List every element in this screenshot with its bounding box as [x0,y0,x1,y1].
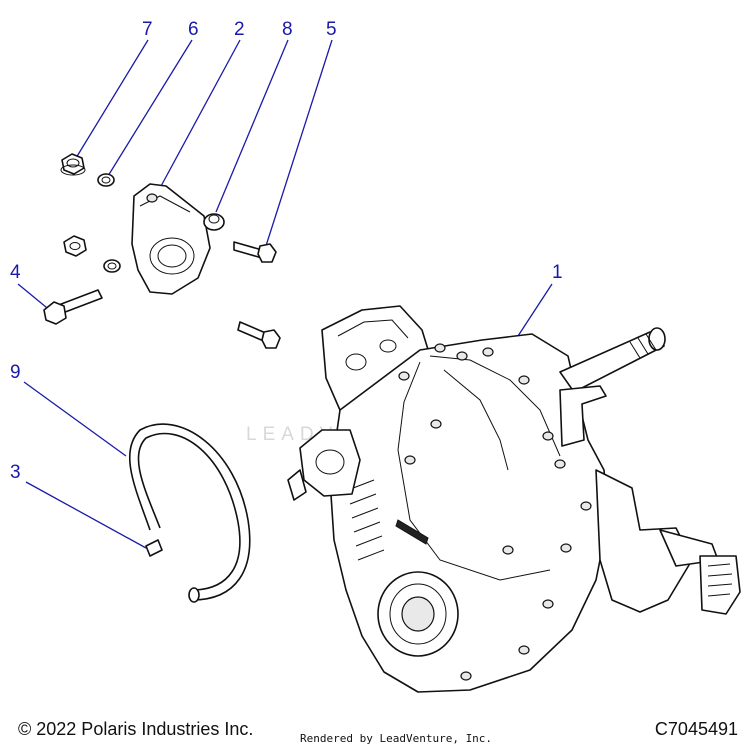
leader-line-9 [23,381,127,457]
callout-number-2: 2 [234,19,245,40]
part-9-vent-hose[interactable] [128,423,251,603]
part-1-transmission[interactable] [287,305,741,693]
callout-6[interactable]: 6 [107,19,199,177]
part-3-clamp[interactable] [145,539,163,557]
rendered-by-text: Rendered by LeadVenture, Inc. [300,732,493,745]
callout-number-5: 5 [326,19,337,40]
leader-line-8 [215,39,289,213]
part-4-bolt[interactable] [43,289,103,325]
leader-line-1 [517,283,553,337]
callout-number-6: 6 [188,19,199,40]
callout-number-9: 9 [10,362,21,383]
callout-1[interactable]: 1 [517,262,563,337]
leader-line-2 [159,39,241,189]
short-bolt[interactable] [237,321,281,349]
part-2-sensor-cover[interactable] [131,183,211,295]
callout-2[interactable]: 2 [159,19,245,189]
leader-line-3 [25,481,147,549]
callout-number-4: 4 [10,262,21,283]
callout-number-7: 7 [142,19,153,40]
copyright-text: © 2022 Polaris Industries Inc. [18,719,254,739]
callout-3[interactable]: 3 [10,462,147,549]
part-7-nut[interactable] [60,153,86,176]
callout-4[interactable]: 4 [10,262,53,313]
callout-8[interactable]: 8 [215,19,293,213]
callout-5[interactable]: 5 [263,19,337,253]
callout-number-3: 3 [10,462,21,483]
callout-7[interactable]: 7 [75,19,153,159]
leader-line-7 [75,39,149,159]
leader-line-5 [263,39,333,253]
callout-number-8: 8 [282,19,293,40]
sensor-washer[interactable] [103,259,121,273]
callout-9[interactable]: 9 [10,362,127,457]
part-5-bolt[interactable] [233,241,277,263]
part-8-grommet[interactable] [203,213,225,231]
diagram-code: C7045491 [654,719,738,739]
callout-number-1: 1 [552,262,563,283]
sensor-nut[interactable] [63,235,87,257]
leader-line-6 [107,39,193,177]
part-6-washer[interactable] [97,173,115,187]
